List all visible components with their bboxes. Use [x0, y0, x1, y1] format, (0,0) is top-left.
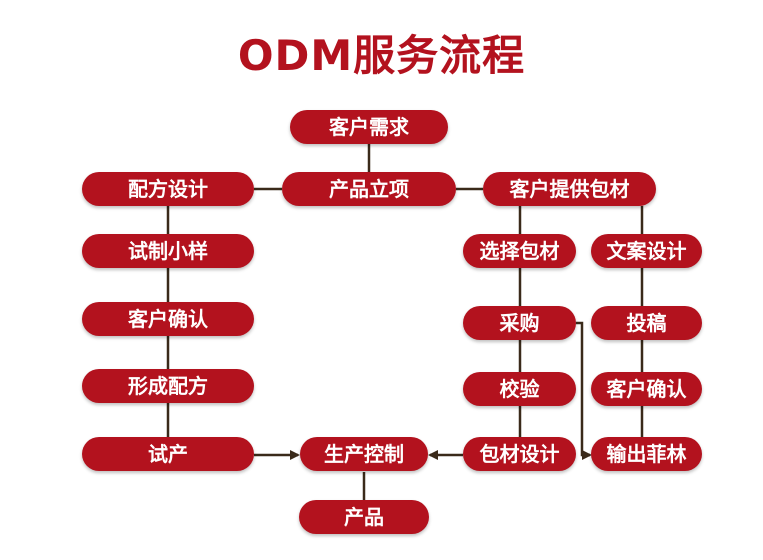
- node-procurement: 采购: [463, 306, 576, 340]
- node-select-packaging: 选择包材: [463, 234, 576, 268]
- page-title: ODM服务流程: [237, 31, 526, 80]
- node-formula-design: 配方设计: [82, 172, 254, 206]
- node-customer-confirm-left: 客户确认: [82, 302, 254, 336]
- node-trial-production: 试产: [82, 437, 254, 471]
- node-production-control: 生产控制: [300, 437, 428, 471]
- node-product-project: 产品立项: [282, 172, 456, 206]
- node-inspection: 校验: [463, 372, 576, 406]
- node-packaging-design: 包材设计: [463, 437, 576, 471]
- node-trial-sample: 试制小样: [82, 234, 254, 268]
- node-copy-design: 文案设计: [591, 234, 702, 268]
- node-product: 产品: [299, 500, 429, 534]
- node-customer-packaging: 客户提供包材: [483, 172, 656, 206]
- node-customer-demand: 客户需求: [290, 110, 448, 144]
- node-form-formula: 形成配方: [82, 369, 254, 403]
- node-submission: 投稿: [591, 306, 702, 340]
- node-output-film: 输出菲林: [591, 437, 702, 471]
- node-customer-confirm-right: 客户确认: [591, 372, 702, 406]
- connector-procurement-film: [576, 321, 592, 460]
